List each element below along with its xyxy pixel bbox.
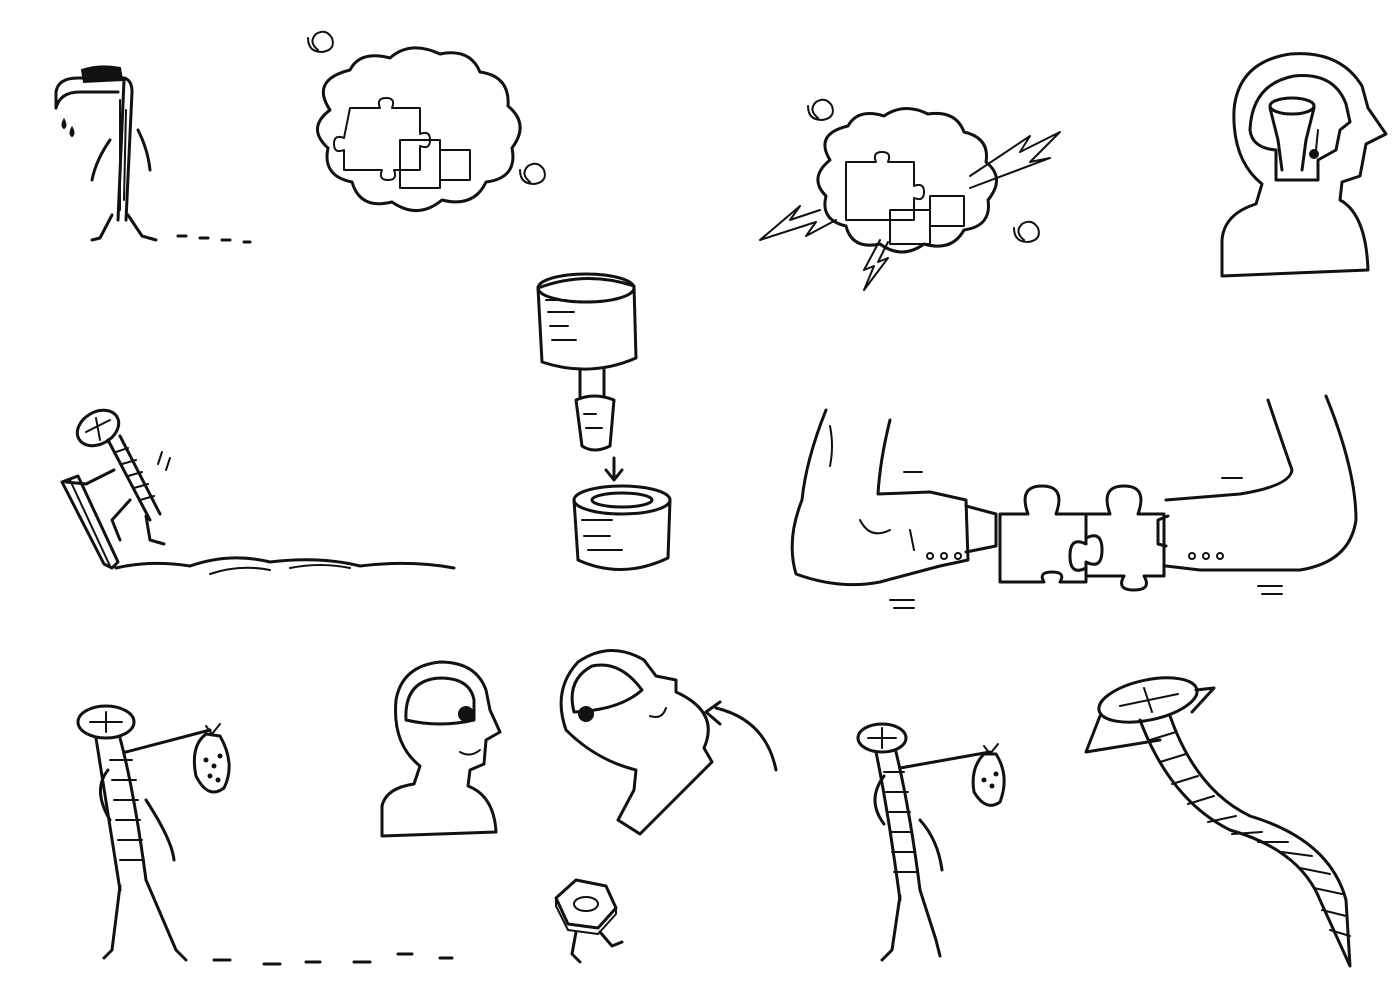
puzzle-thought-cloud-icon [307, 30, 546, 212]
plug-into-socket-icon [536, 272, 672, 571]
hex-nut-runner-icon [554, 878, 624, 964]
bent-nail-walker-icon [54, 65, 252, 244]
giant-bent-screw-icon [1084, 676, 1352, 968]
screw-writing-with-pencil-icon [60, 408, 456, 575]
head-with-cup-icon [1220, 52, 1388, 278]
puzzle-cloud-lightning-icon [759, 98, 1061, 291]
screw-hobo-walker-icon [76, 704, 454, 966]
head-facing-right-icon [380, 660, 502, 838]
screw-hobo-small-icon [856, 722, 1006, 962]
arms-joining-puzzle-icon [790, 394, 1358, 609]
head-tilting-icon [559, 649, 778, 836]
